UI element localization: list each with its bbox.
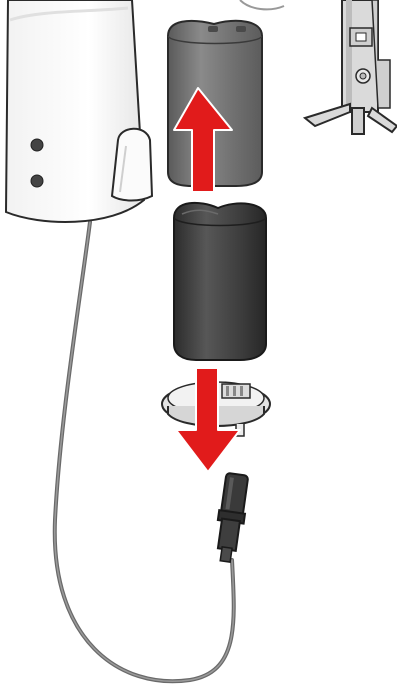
main-unit xyxy=(6,0,152,222)
wall-bracket xyxy=(240,0,397,134)
battery-pack xyxy=(174,203,266,360)
indicator-dot-lower xyxy=(31,175,43,187)
cable-plug xyxy=(212,472,250,563)
indicator-dot-upper xyxy=(31,139,43,151)
hook-icon xyxy=(112,129,152,201)
